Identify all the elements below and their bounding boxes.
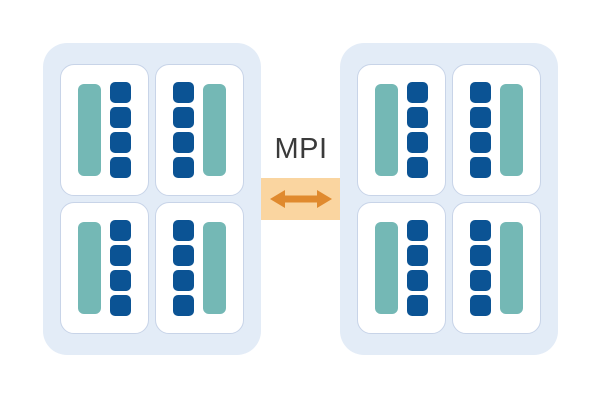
socket-left-bottom-left [60, 202, 149, 334]
core-unit [173, 245, 194, 266]
mpi-arrow-band [261, 178, 341, 220]
core-column [470, 82, 491, 178]
mpi-link: MPI [261, 132, 341, 222]
core-column [110, 82, 131, 178]
memory-bar [203, 222, 226, 314]
core-unit [407, 220, 428, 241]
core-unit [407, 270, 428, 291]
core-unit [110, 245, 131, 266]
core-unit [110, 270, 131, 291]
core-unit [470, 220, 491, 241]
socket-left-bottom-right [155, 202, 244, 334]
core-column [407, 82, 428, 178]
core-unit [110, 220, 131, 241]
core-unit [110, 132, 131, 153]
socket-right-top-left [357, 64, 446, 196]
memory-bar [375, 222, 398, 314]
core-unit [173, 220, 194, 241]
core-unit [407, 107, 428, 128]
compute-node-left [43, 43, 261, 355]
memory-bar [203, 84, 226, 176]
mpi-label: MPI [274, 133, 328, 165]
memory-bar [500, 84, 523, 176]
core-unit [173, 157, 194, 178]
core-unit [407, 82, 428, 103]
core-unit [407, 157, 428, 178]
memory-bar [78, 84, 101, 176]
core-column [110, 220, 131, 316]
core-unit [407, 132, 428, 153]
core-unit [173, 270, 194, 291]
core-unit [470, 132, 491, 153]
core-unit [470, 270, 491, 291]
core-unit [110, 157, 131, 178]
core-unit [110, 82, 131, 103]
compute-node-right [340, 43, 558, 355]
core-unit [407, 245, 428, 266]
double-headed-horizontal-arrow-icon [268, 186, 334, 212]
core-column [407, 220, 428, 316]
core-unit [470, 107, 491, 128]
core-unit [110, 107, 131, 128]
core-unit [173, 107, 194, 128]
socket-left-top-left [60, 64, 149, 196]
core-unit [110, 295, 131, 316]
core-unit [407, 295, 428, 316]
socket-right-bottom-right [452, 202, 541, 334]
core-column [173, 220, 194, 316]
memory-bar [500, 222, 523, 314]
core-unit [173, 295, 194, 316]
socket-right-bottom-left [357, 202, 446, 334]
core-column [470, 220, 491, 316]
memory-bar [78, 222, 101, 314]
core-unit [173, 82, 194, 103]
core-unit [470, 245, 491, 266]
socket-right-top-right [452, 64, 541, 196]
socket-left-top-right [155, 64, 244, 196]
core-unit [470, 295, 491, 316]
core-unit [470, 157, 491, 178]
core-unit [173, 132, 194, 153]
core-unit [470, 82, 491, 103]
core-column [173, 82, 194, 178]
memory-bar [375, 84, 398, 176]
